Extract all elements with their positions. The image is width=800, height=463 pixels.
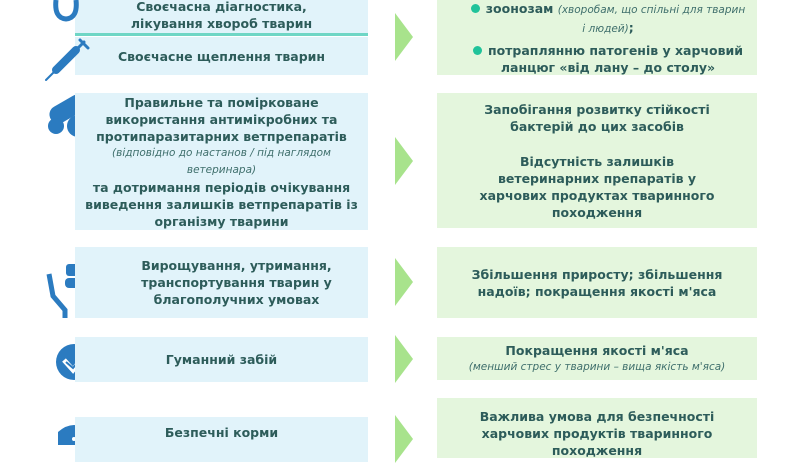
arrow-icon bbox=[395, 137, 413, 185]
bullet-item: зоонозам (хворобам, що спільні для твари… bbox=[469, 0, 747, 38]
arrow-icon bbox=[395, 258, 413, 306]
vaccination-text: Своєчасне щеплення тварин bbox=[117, 48, 326, 64]
antimicrobial-note: (відповідно до настанов / під наглядом в… bbox=[112, 146, 331, 176]
antimicrobial-tail: та дотримання періодів очікування виведе… bbox=[85, 179, 358, 229]
outcome-text: Важлива умова для безпечності харчових п… bbox=[479, 409, 715, 458]
slaughter-text: Гуманний забій bbox=[165, 352, 278, 367]
vaccination-box: Своєчасне щеплення тварин bbox=[75, 37, 368, 75]
welfare-text: Вирощування, утримання, транспортування … bbox=[141, 258, 332, 307]
bullet-text: потраплянню патогенів у харчовий ланцюг … bbox=[487, 42, 744, 75]
diagnostics-line1: Своєчасна діагностика, bbox=[136, 0, 307, 14]
syringe-icon bbox=[45, 38, 90, 81]
outcome-text: Відсутність залишків ветеринарних препар… bbox=[479, 153, 715, 220]
outcome-box-5: Важлива умова для безпечності харчових п… bbox=[437, 398, 757, 458]
arrow-icon bbox=[395, 415, 413, 463]
feed-text: Безпечні корми bbox=[164, 425, 279, 440]
arrow-icon bbox=[395, 13, 413, 61]
antimicrobial-box: Правильне та помірковане використання ан… bbox=[75, 93, 368, 230]
bullet-icon bbox=[470, 3, 480, 13]
outcome-box-3: Збільшення приросту; збільшення надоїв; … bbox=[437, 247, 757, 318]
outcome-text: Збільшення приросту; збільшення надоїв; … bbox=[471, 266, 723, 299]
stethoscope-icon bbox=[53, 0, 79, 22]
bullet-tail: ; bbox=[628, 19, 634, 35]
slaughter-box: Гуманний забій bbox=[75, 337, 368, 382]
bullet-note: (хворобам, що спільні для тварин і людей… bbox=[557, 3, 746, 35]
outcome-box-1: зоонозам (хворобам, що спільні для твари… bbox=[437, 0, 757, 75]
bullet-icon bbox=[472, 45, 482, 55]
feed-box: Безпечні корми bbox=[75, 417, 368, 462]
diagnostics-line2: лікування хвороб тварин bbox=[130, 15, 313, 31]
outcome-text: Покращення якості м'яса bbox=[505, 342, 689, 358]
outcome-box-2: Запобігання розвитку стійкості бактерій … bbox=[437, 93, 757, 228]
divider bbox=[75, 33, 368, 36]
bullet-text: зоонозам bbox=[485, 0, 554, 16]
bullet-item: потраплянню патогенів у харчовий ланцюг … bbox=[469, 42, 747, 76]
outcome-box-4: Покращення якості м'яса (менший стрес у … bbox=[437, 337, 757, 380]
outcome-text: Запобігання розвитку стійкості бактерій … bbox=[484, 101, 710, 134]
diagnostics-box: Своєчасна діагностика, лікування хвороб … bbox=[75, 0, 368, 33]
welfare-box: Вирощування, утримання, транспортування … bbox=[75, 247, 368, 318]
outcome-note: (менший стрес у тварини – вища якість м'… bbox=[468, 360, 726, 373]
antimicrobial-text: Правильне та помірковане використання ан… bbox=[96, 94, 347, 144]
arrow-icon bbox=[395, 335, 413, 383]
